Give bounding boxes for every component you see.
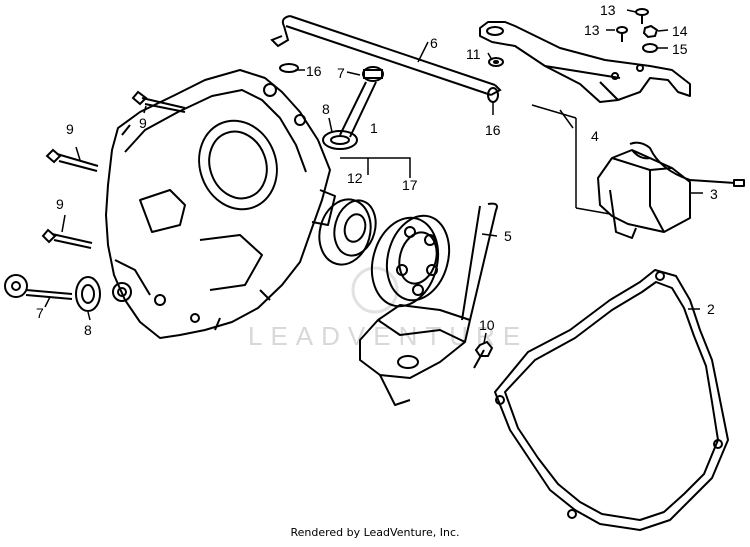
screw-13 xyxy=(635,8,649,24)
callout-11: 11 xyxy=(466,46,481,62)
nut-14 xyxy=(642,24,659,39)
leader-lines xyxy=(44,9,703,344)
callout-9-upper: 9 xyxy=(139,115,147,131)
oil-seal-upper xyxy=(322,130,358,150)
bracket xyxy=(479,21,691,103)
callout-14: 14 xyxy=(672,23,688,39)
callout-3: 3 xyxy=(710,186,718,202)
footer-credit: Rendered by LeadVenture, Inc. xyxy=(290,526,460,539)
bolt-10 xyxy=(473,340,494,369)
callout-16-right: 16 xyxy=(485,122,501,138)
callout-12: 12 xyxy=(347,170,363,186)
leader-4-3 xyxy=(531,104,611,215)
bearing-large xyxy=(370,214,451,308)
callout-8-left: 8 xyxy=(84,322,92,338)
callout-9-lower: 9 xyxy=(56,196,64,212)
callout-7-upper: 7 xyxy=(337,65,345,81)
oil-seal-left xyxy=(75,276,101,312)
callout-4: 4 xyxy=(591,128,599,144)
breather-tube xyxy=(270,15,502,96)
dipstick-upper xyxy=(339,66,384,138)
callout-16-upper: 16 xyxy=(306,63,322,79)
callout-17: 17 xyxy=(402,177,418,193)
callout-6: 6 xyxy=(430,35,438,51)
watermark-text: LEADVENTURE xyxy=(248,321,528,351)
oil-strainer xyxy=(359,202,498,406)
callout-2: 2 xyxy=(707,301,715,317)
clip-upper xyxy=(279,63,299,73)
watermark: LEADVENTURE xyxy=(248,266,528,351)
bolt-lower xyxy=(41,228,93,249)
oil-level-switch xyxy=(597,141,745,239)
callout-13-lower: 13 xyxy=(584,22,600,38)
callout-10: 10 xyxy=(479,317,495,333)
bolt-middle xyxy=(45,148,99,172)
crankcase-cover xyxy=(105,69,336,339)
oil-plug xyxy=(112,282,132,302)
callout-7-left: 7 xyxy=(36,305,44,321)
washer-11 xyxy=(488,57,504,67)
callout-8-upper: 8 xyxy=(322,101,330,117)
dipstick-left xyxy=(4,274,73,300)
callout-9-middle: 9 xyxy=(66,121,74,137)
callout-1: 1 xyxy=(370,120,378,136)
washer-15 xyxy=(642,43,658,53)
screw-13b xyxy=(616,26,628,42)
callout-15: 15 xyxy=(672,41,688,57)
callout-13-upper: 13 xyxy=(600,2,616,18)
callout-5: 5 xyxy=(504,228,512,244)
gasket xyxy=(494,269,729,531)
bearing-small xyxy=(318,198,377,266)
bolt-upper xyxy=(131,90,186,113)
